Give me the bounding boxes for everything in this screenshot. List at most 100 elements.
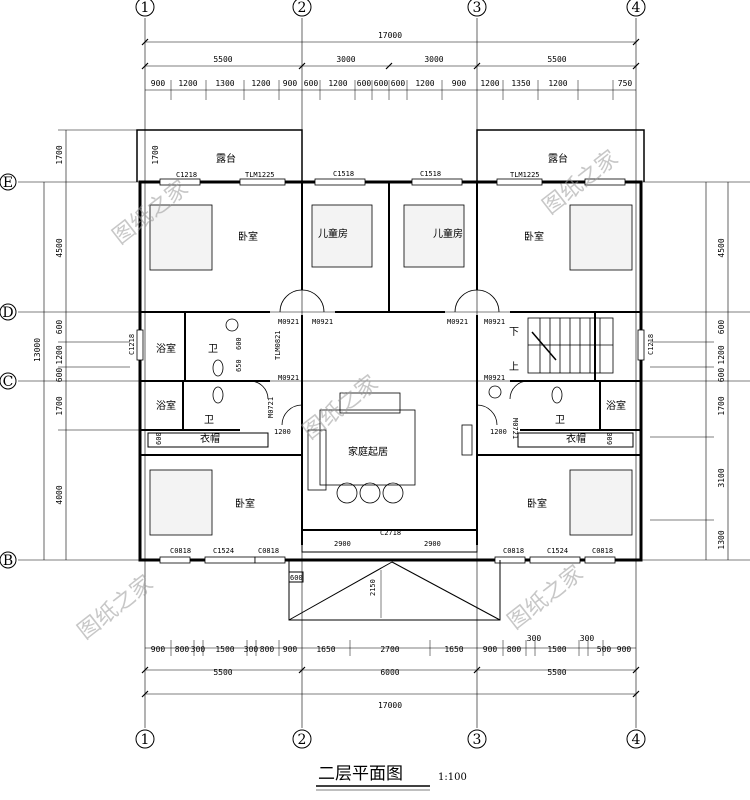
dim-left-1: 1700: [55, 145, 64, 164]
beds: [149, 204, 633, 536]
room-labels: 卧室 儿童房 儿童房 卧室 浴室 卫 浴室 卫 衣帽 卧室 家庭起居 下 上 卫…: [156, 227, 626, 510]
dim-top-minor-5: 900: [283, 79, 298, 88]
tag-c2718: C2718: [380, 529, 401, 537]
bedroom-label-top-right: 卧室: [524, 230, 544, 243]
dim-top-minor-1: 900: [151, 79, 166, 88]
bath-label-2: 浴室: [156, 399, 176, 412]
dim-top-minor-16: 750: [618, 79, 633, 88]
drawing-title-block: 二层平面图 1:100: [316, 764, 467, 791]
tag-m0921-4: M0921: [484, 318, 505, 326]
tag-tlm-left: TLM1225: [245, 171, 275, 179]
dim-left-total: 13000: [33, 338, 42, 362]
watermark-3: 图纸之家: [298, 371, 383, 445]
dim-bottom-minor-1: 900: [151, 645, 166, 654]
dim-top-major-3: 3000: [424, 55, 443, 64]
dim-bottom-minor-6: 800: [260, 645, 275, 654]
tag-m0921-2: M0921: [312, 318, 333, 326]
dim-right-7: 1300: [717, 530, 726, 549]
axis-row-c: C: [3, 374, 14, 390]
tag-600-wc: 600: [235, 337, 243, 350]
dim-top-major-1: 5500: [213, 55, 232, 64]
toilet-left: [212, 359, 224, 377]
drawing-scale: 1:100: [438, 772, 467, 783]
drawing-title: 二层平面图: [318, 764, 403, 784]
dim-right-4: 600: [717, 368, 726, 383]
tag-tlm0821: TLM0821: [274, 330, 282, 360]
family-room-label: 家庭起居: [348, 445, 388, 458]
dim-top-minor-2: 1200: [178, 79, 197, 88]
axis-col-3-top: 3: [473, 0, 482, 16]
family-room-table: [319, 409, 416, 486]
dim-top-minor-10: 600: [391, 79, 406, 88]
dim-1200-right: 1200: [490, 428, 507, 436]
tag-c0818-2: C0818: [258, 547, 279, 555]
bedroom-label-top-left: 卧室: [238, 230, 258, 243]
window-marks: [136, 178, 645, 564]
tag-c0818-4: C0818: [592, 547, 613, 555]
dim-bottom-minor-14: 1500: [547, 645, 566, 654]
dim-right-2: 600: [717, 320, 726, 335]
side-dimensions: [43, 129, 729, 560]
terraces: [136, 129, 645, 182]
axis-row-b: B: [3, 553, 13, 569]
wardrobe-label-right: 衣帽: [566, 432, 586, 445]
sink-left: [225, 318, 239, 332]
dim-stair-2150: 2150: [369, 579, 377, 596]
tag-m0921-1: M0921: [278, 318, 299, 326]
bed-top-right: [569, 204, 633, 271]
tag-c1218-top: C1218: [176, 171, 197, 179]
dim-bottom-minor-8: 1650: [316, 645, 335, 654]
axis-col-2-top: 2: [298, 0, 307, 16]
tag-m0921-3: M0921: [447, 318, 468, 326]
stair-down-label: 下: [509, 327, 519, 338]
tag-600-wardrobe-right: 600: [606, 432, 614, 445]
dim-top-minor-7: 1200: [328, 79, 347, 88]
terrace-left-label: 露台: [216, 152, 236, 165]
tag-m0921-6: M0921: [484, 374, 505, 382]
tag-m0721-left: M0721: [267, 397, 275, 418]
dim-bottom-minor-3: 300: [191, 645, 206, 654]
chair-3: [382, 482, 404, 504]
dim-top-minor-8: 600: [357, 79, 372, 88]
chair-2: [359, 482, 381, 504]
dim-top-minor-11: 1200: [415, 79, 434, 88]
tag-m0721-right: M0721: [511, 418, 519, 439]
dim-bottom-minor-7: 900: [283, 645, 298, 654]
dim-bottom-minor-5: 300: [244, 645, 259, 654]
toilet-left-2: [212, 386, 224, 404]
dim-right-1: 4500: [717, 238, 726, 257]
bath-fixtures: [212, 318, 563, 404]
bottom-dim-labels: 900 800 300 1500 300 800 900 1650 2700 1…: [151, 634, 632, 710]
dim-top-minor-14: 1350: [511, 79, 530, 88]
dim-left-3: 600: [55, 320, 64, 335]
dim-600-porch: 600: [290, 574, 303, 582]
dim-right-3: 1200: [717, 345, 726, 364]
axis-labels: 1 2 3 4 1 2 3 4 E D C B: [2, 0, 640, 748]
bath-label-3: 浴室: [606, 399, 626, 412]
wardrobes: [147, 432, 634, 448]
tag-tlm-right: TLM1225: [510, 171, 540, 179]
dim-bottom-minor-12: 800: [507, 645, 522, 654]
dim-bottom-minor-15: 300: [580, 634, 595, 643]
axis-col-1-bottom: 1: [141, 732, 150, 748]
dim-top-minor-13: 1200: [480, 79, 499, 88]
side-cabinet: [307, 429, 327, 491]
door-swings: [249, 289, 529, 426]
dim-top-minor-6: 600: [304, 79, 319, 88]
door-window-tags: C1218 TLM1225 C1518 C1518 TLM1225 M0921 …: [128, 170, 655, 596]
tag-c0818-1: C0818: [170, 547, 191, 555]
axis-col-2-bottom: 2: [298, 732, 307, 748]
dim-left-2: 4500: [55, 238, 64, 257]
chair-1: [336, 482, 358, 504]
tag-600-wardrobe-left: 600: [155, 432, 163, 445]
axis-col-1-top: 1: [141, 0, 150, 16]
dim-porch-right: 2900: [424, 540, 441, 548]
kids-room-label-right: 儿童房: [433, 227, 463, 240]
dim-overall-top: 17000: [378, 31, 402, 40]
dim-bottom-minor-17: 900: [617, 645, 632, 654]
dim-bottom-major-2: 6000: [380, 668, 399, 677]
bedroom-label-bottom-right: 卧室: [527, 497, 547, 510]
dim-bottom-minor-16: 500: [597, 645, 612, 654]
bed-kids-left: [311, 204, 373, 268]
